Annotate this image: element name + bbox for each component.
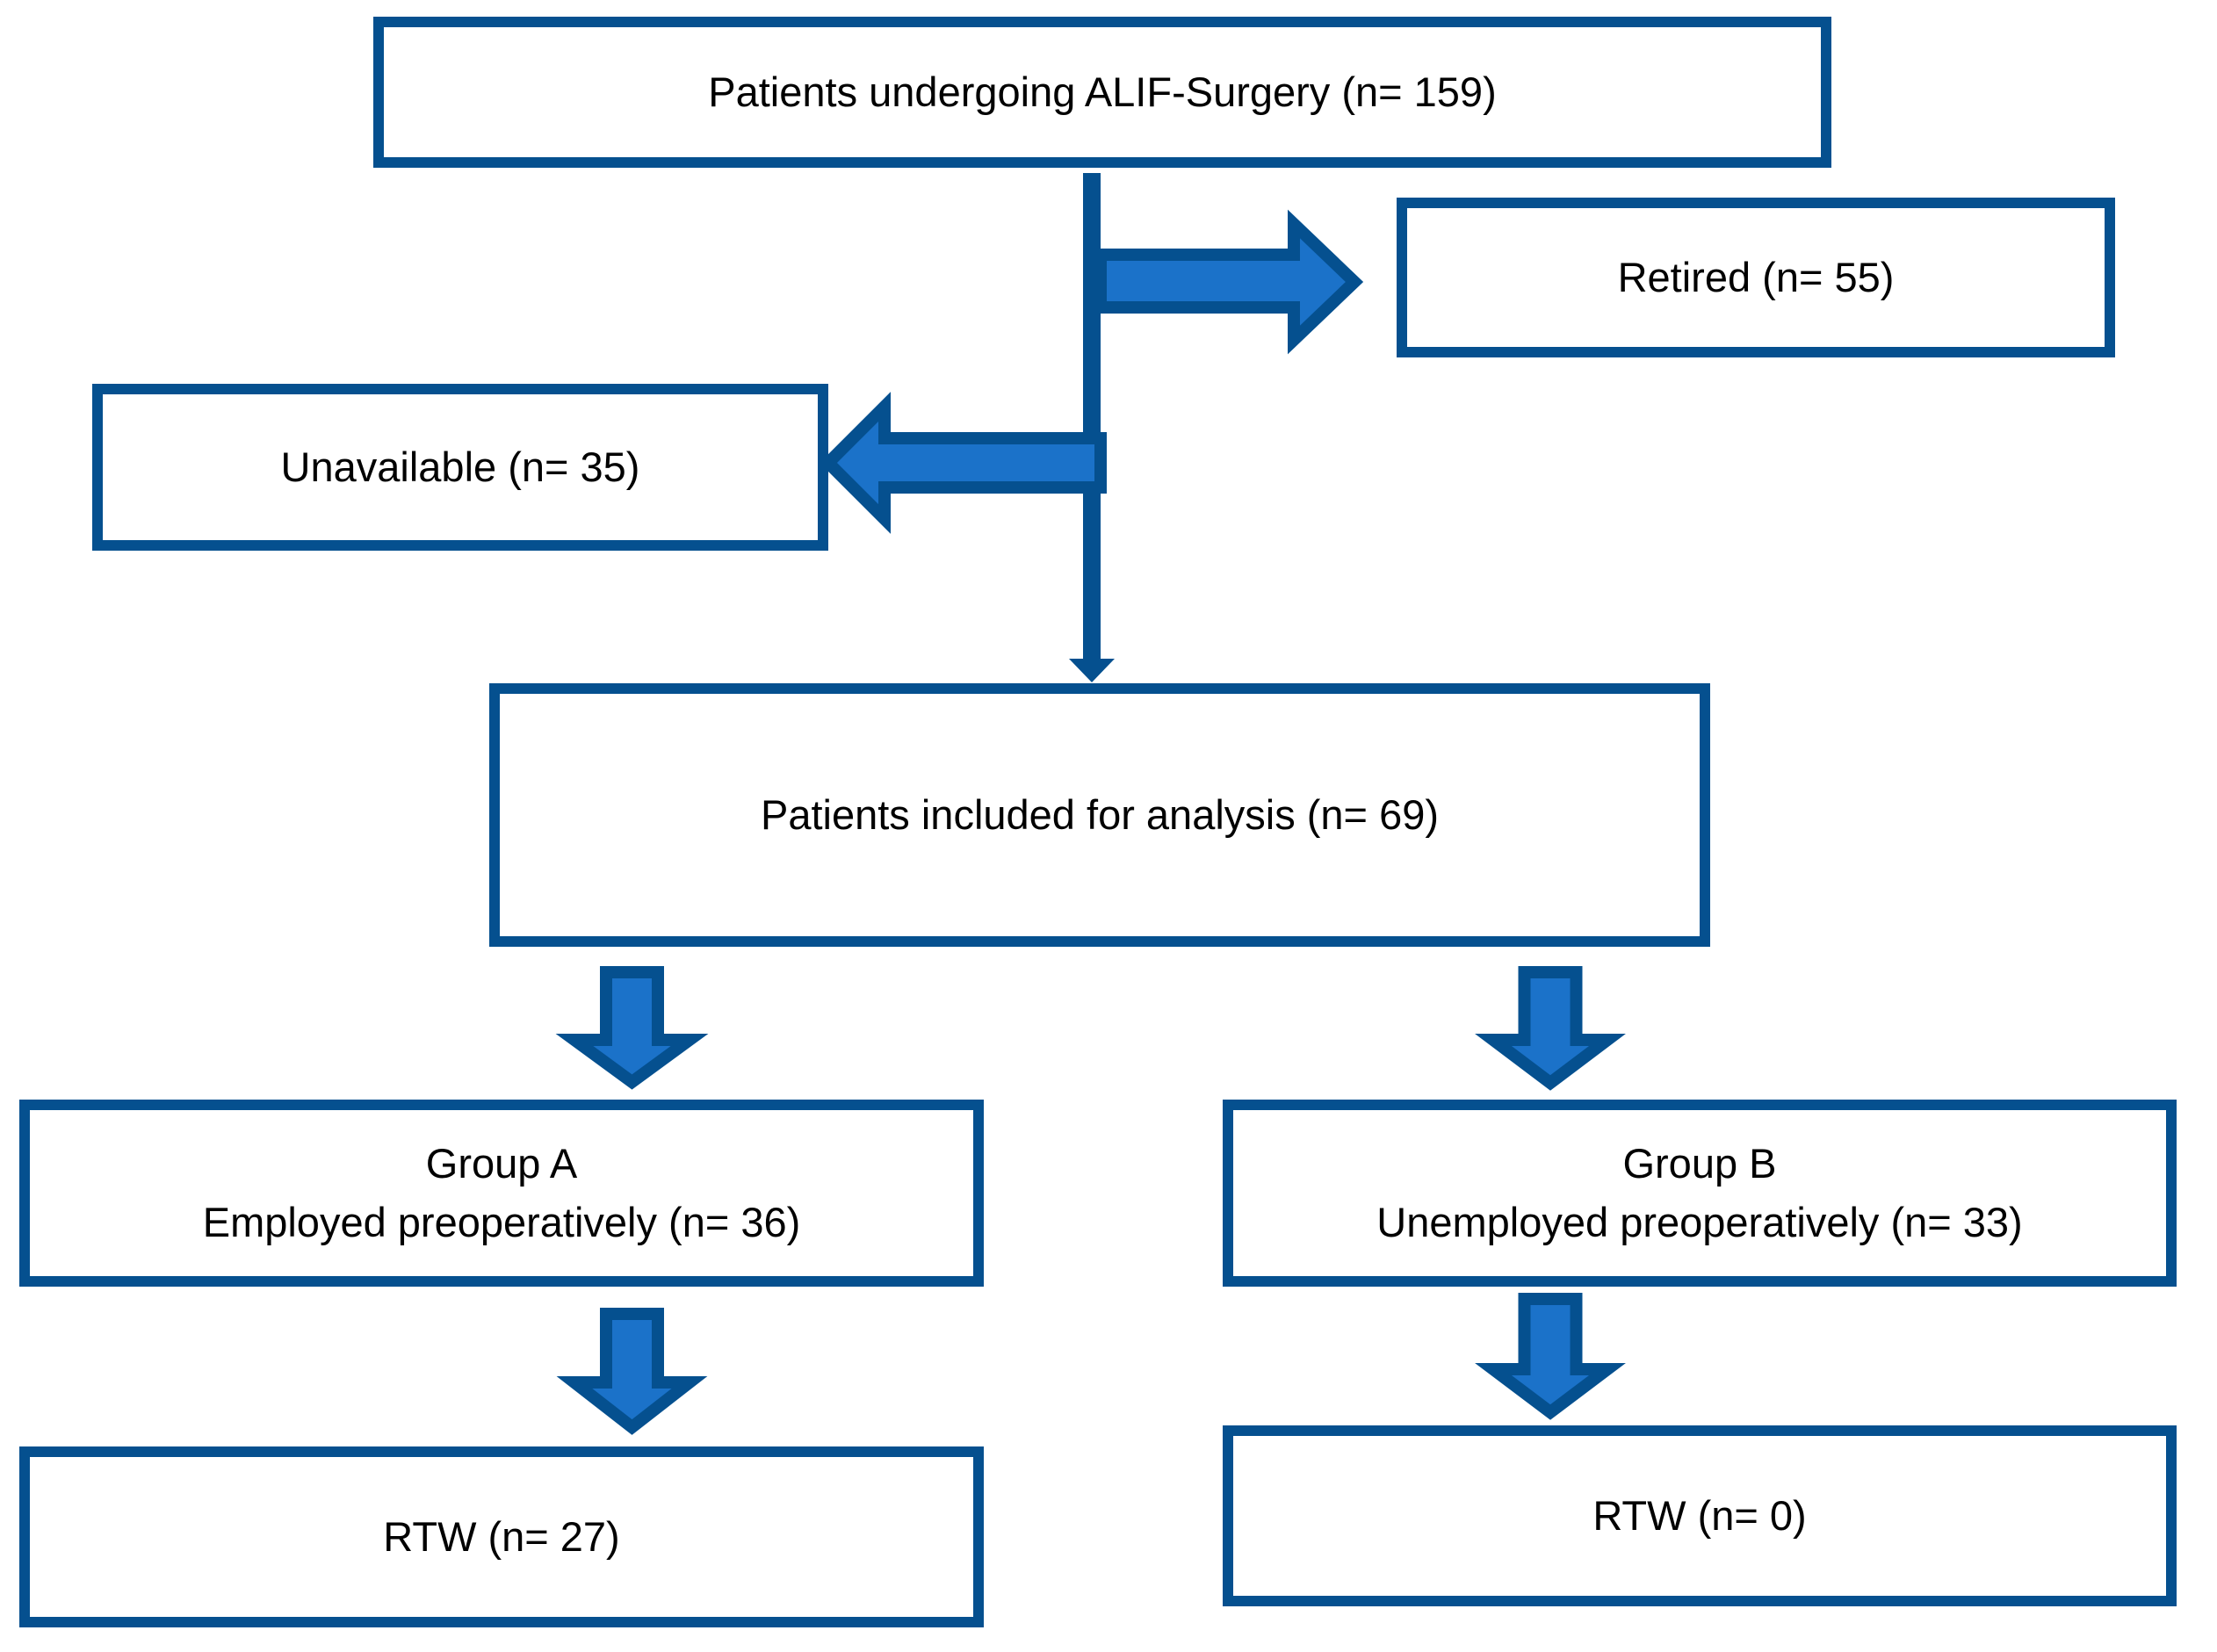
down-arrowhead-icon <box>1069 659 1115 682</box>
node-group-b: Group B Unemployed preoperatively (n= 33… <box>1223 1100 2177 1287</box>
node-group-a-title: Group A <box>425 1139 578 1187</box>
connector-surgery-retired <box>1094 209 1364 355</box>
node-group-b-subtitle: Unemployed preoperatively (n= 33) <box>1376 1198 2023 1245</box>
node-included-label: Patients included for analysis (n= 69) <box>760 790 1439 838</box>
node-retired-label: Retired (n= 55) <box>1617 253 1895 300</box>
connector-group-b-rtw-b <box>1475 1293 1626 1420</box>
node-rtw-b: RTW (n= 0) <box>1223 1425 2177 1606</box>
down-block-arrow-icon <box>1475 1293 1626 1420</box>
down-block-arrow-icon <box>555 966 709 1090</box>
connector-included-group-b <box>1475 966 1626 1091</box>
down-block-arrow-icon <box>556 1308 708 1435</box>
node-rtw-a-label: RTW (n= 27) <box>383 1512 620 1560</box>
node-included: Patients included for analysis (n= 69) <box>489 683 1710 947</box>
connector-surgery-unavailable <box>820 392 1107 534</box>
connector-group-a-rtw-a <box>556 1308 708 1435</box>
node-retired: Retired (n= 55) <box>1397 198 2115 357</box>
down-block-arrow-icon <box>1475 966 1626 1091</box>
node-rtw-b-label: RTW (n= 0) <box>1592 1491 1807 1539</box>
trunk-line <box>1083 173 1101 660</box>
node-group-a: Group A Employed preoperatively (n= 36) <box>19 1100 984 1287</box>
node-unavailable-label: Unavailable (n= 35) <box>280 443 640 490</box>
node-surgery-label: Patients undergoing ALIF-Surgery (n= 159… <box>708 68 1497 115</box>
right-block-arrow-icon <box>1094 209 1364 355</box>
connector-included-group-a <box>555 966 709 1090</box>
node-rtw-a: RTW (n= 27) <box>19 1446 984 1627</box>
node-group-a-subtitle: Employed preoperatively (n= 36) <box>202 1198 801 1245</box>
node-unavailable: Unavailable (n= 35) <box>92 384 828 551</box>
node-surgery: Patients undergoing ALIF-Surgery (n= 159… <box>373 17 1831 168</box>
node-group-b-title: Group B <box>1622 1139 1777 1187</box>
left-block-arrow-icon <box>820 392 1107 534</box>
